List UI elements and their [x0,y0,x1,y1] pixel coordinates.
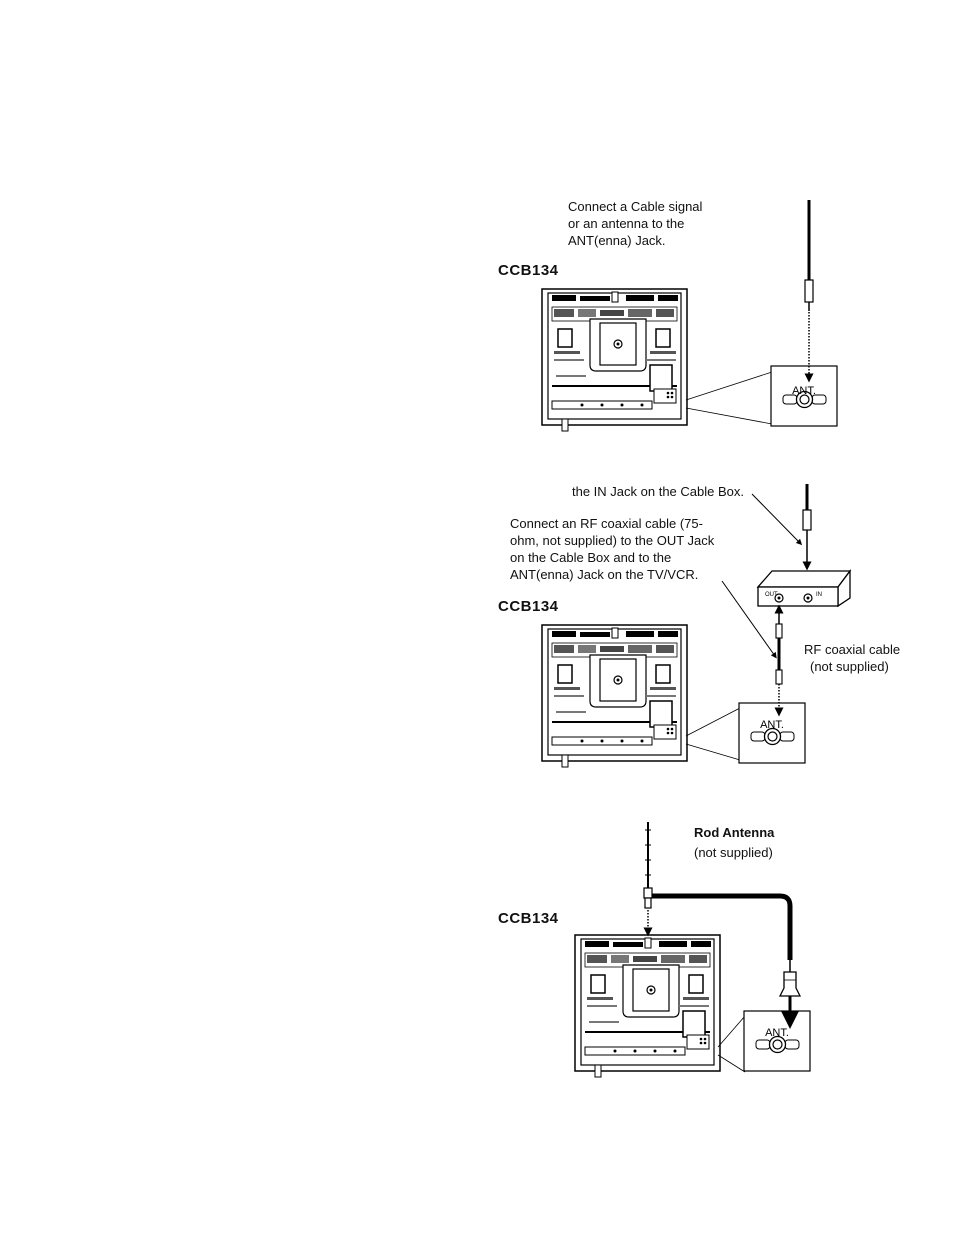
ant-jack-label: ANT. [760,719,784,731]
diagram2-model-label: CCB134 [498,598,559,615]
instruction-line: ohm, not supplied) to the OUT Jack [510,533,715,548]
box-in-label: IN [816,592,822,598]
diagram2-instruction: Connect an RF coaxial cable (75- ohm, no… [510,515,714,583]
cable-label-line: RF coaxial cable [804,642,901,657]
cable-connector-icon [804,279,814,303]
instruction-line: on the Cable Box and to the [510,550,672,565]
cable-box: OUT IN [756,569,852,608]
pointer-line [721,580,777,659]
tv-back-panel-1 [541,288,688,432]
box-out-label: OUT [765,592,778,598]
instruction-line: Connect a Cable signal [568,199,703,214]
rod-antenna-icon [643,822,653,937]
diagram1: ANT. [541,200,838,432]
ant-jack-closeup-3 [743,1010,811,1072]
instruction-line: Connect an RF coaxial cable (75- [510,516,703,531]
ant-jack-label: ANT. [792,385,816,397]
diagram1-model-label: CCB134 [498,262,559,279]
cable-connector-icon [802,509,812,531]
diagram1-instruction: Connect a Cable signal or an antenna to … [568,198,702,249]
diagram3-model-label: CCB134 [498,910,559,927]
antenna-cable [652,893,793,960]
pointer-line [751,493,803,546]
cable-label-line: (not supplied) [810,659,889,674]
diagram3: ANT. [574,822,811,1078]
instruction-line: ANT(enna) Jack on the TV/VCR. [510,567,699,582]
instruction-line: ANT(enna) Jack. [568,233,666,248]
instruction-line: or an antenna to the [568,216,685,231]
ant-jack-label: ANT. [765,1027,789,1039]
diagram2-cable-label: RF coaxial cable (not supplied) [804,641,900,675]
cable-connector-icon [778,971,802,997]
diagram2: ANT. OUT IN [541,484,852,768]
ant-jack-closeup-2 [738,702,806,764]
tv-back-panel-2 [541,624,688,768]
diagram3-antenna-title: Rod Antenna [694,825,775,840]
diagram2-in-jack-text: the IN Jack on the Cable Box. [572,484,744,499]
diagram3-antenna-note: (not supplied) [694,845,773,860]
tv-back-panel-3 [574,934,721,1078]
